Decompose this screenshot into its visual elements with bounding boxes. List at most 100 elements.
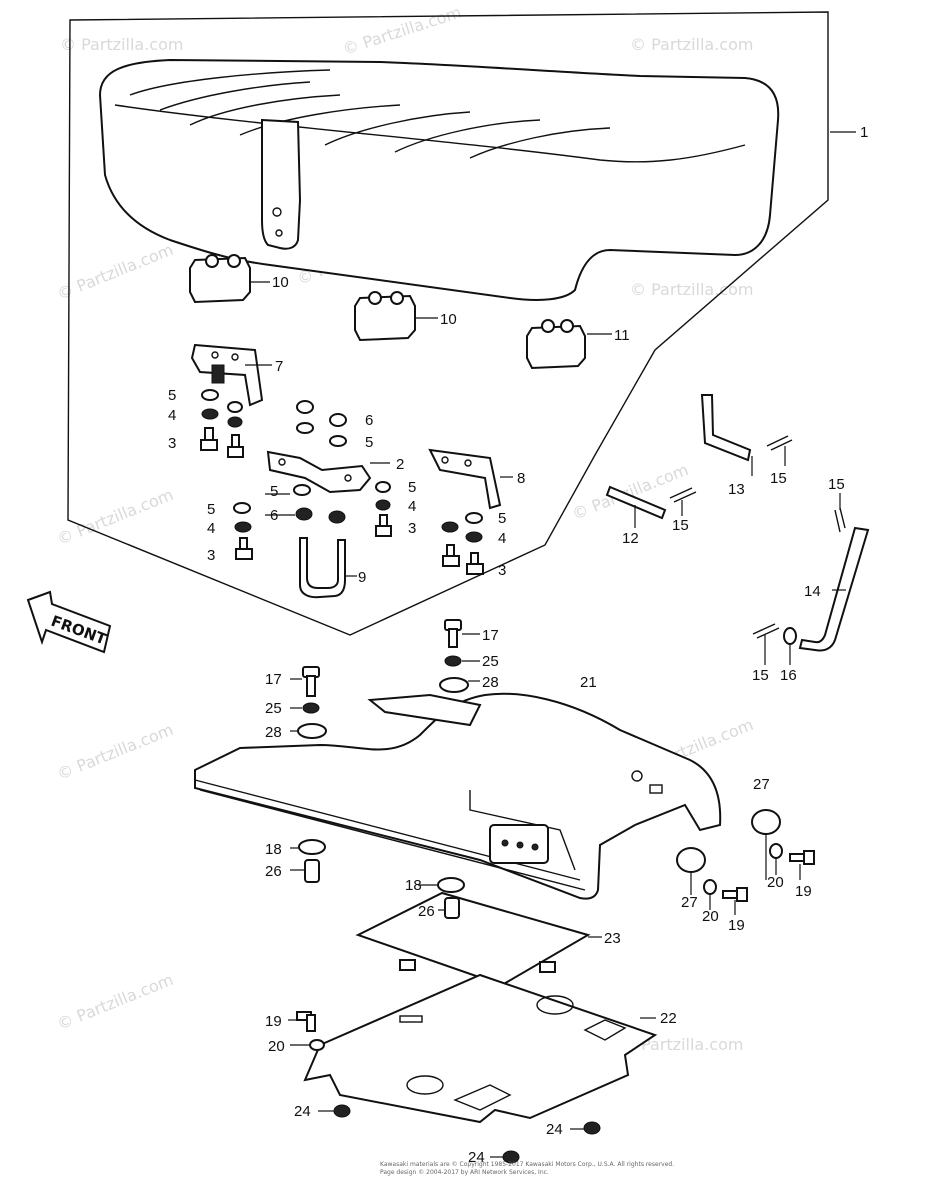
- callout-11: 11: [614, 327, 630, 344]
- watermark: © Partzilla.com: [54, 720, 176, 784]
- washer-5[interactable]: [329, 435, 347, 447]
- seat-group-outline: [67, 11, 829, 636]
- bolt-19[interactable]: [296, 1011, 316, 1032]
- damper-10-right[interactable]: [354, 291, 416, 342]
- callout-3: 3: [408, 520, 416, 537]
- bolt-3[interactable]: [235, 537, 253, 560]
- callout-20: 20: [268, 1038, 285, 1055]
- grommet-28[interactable]: [439, 677, 469, 693]
- grommet-18[interactable]: [298, 839, 326, 855]
- washer-5[interactable]: [227, 401, 243, 413]
- damper-10-left[interactable]: [189, 254, 251, 304]
- bolt-3[interactable]: [375, 514, 392, 537]
- bolt-3[interactable]: [442, 544, 460, 567]
- callout-3: 3: [168, 435, 176, 452]
- callout-3: 3: [207, 547, 215, 564]
- callout-15: 15: [770, 470, 787, 487]
- callout-17: 17: [265, 671, 282, 688]
- bolt-17[interactable]: [302, 666, 320, 697]
- bracket-7[interactable]: [190, 343, 264, 407]
- nut-6[interactable]: [328, 510, 346, 524]
- washer-4[interactable]: [201, 408, 219, 420]
- bolt-19[interactable]: [722, 887, 748, 902]
- callouts: 1 10 10 11 7 5 4 3 6 5 2 8 5 6 5 4 3 5 4…: [168, 124, 868, 1166]
- bracket-2[interactable]: [266, 450, 372, 494]
- bracket-8[interactable]: [428, 448, 502, 510]
- washer-16[interactable]: [783, 627, 797, 645]
- nut-24[interactable]: [583, 1121, 601, 1135]
- pin-12[interactable]: [605, 485, 667, 520]
- bolt-3[interactable]: [466, 552, 484, 575]
- nut-6[interactable]: [329, 413, 347, 427]
- callout-24: 24: [468, 1149, 485, 1166]
- copyright-line: Kawasaki materials are © Copyright 1985-…: [380, 1161, 674, 1168]
- left-mount-stack: [297, 666, 327, 883]
- bolt-17[interactable]: [444, 619, 462, 648]
- washer-5[interactable]: [233, 502, 251, 514]
- grommet-18[interactable]: [437, 877, 465, 893]
- nut-24[interactable]: [333, 1104, 351, 1118]
- rod-14[interactable]: [798, 526, 870, 652]
- washer-20[interactable]: [769, 843, 783, 859]
- collar-26[interactable]: [444, 897, 460, 919]
- callout-25: 25: [482, 653, 499, 670]
- callout-4: 4: [498, 530, 506, 547]
- collar-26[interactable]: [304, 859, 320, 883]
- grommet-27[interactable]: [751, 809, 781, 835]
- washer-4[interactable]: [465, 531, 483, 543]
- bolt-19[interactable]: [789, 850, 815, 865]
- seat-base-21[interactable]: [194, 692, 722, 900]
- rod-13[interactable]: [700, 394, 752, 462]
- callout-6: 6: [365, 412, 373, 429]
- plate-23[interactable]: [355, 891, 591, 987]
- callout-4: 4: [408, 498, 416, 515]
- callout-10: 10: [440, 311, 457, 328]
- clip-15[interactable]: [766, 435, 793, 451]
- copyright-line: Page design © 2004-2017 by ARI Network S…: [380, 1169, 549, 1176]
- washer-5[interactable]: [201, 389, 219, 401]
- callout-28: 28: [265, 724, 282, 741]
- washer-5[interactable]: [293, 484, 311, 496]
- grommet-28[interactable]: [297, 723, 327, 739]
- callout-13: 13: [728, 481, 745, 498]
- watermark: © Partzilla.com: [340, 3, 463, 59]
- nut-6[interactable]: [296, 400, 314, 414]
- washer-25[interactable]: [444, 655, 462, 667]
- callout-5: 5: [498, 510, 506, 527]
- clip-15[interactable]: [752, 623, 780, 639]
- washer-25[interactable]: [302, 702, 320, 714]
- right-mounts: [296, 809, 815, 1051]
- bolt-3[interactable]: [200, 427, 218, 451]
- callout-26: 26: [418, 903, 435, 920]
- washer-4[interactable]: [234, 521, 252, 533]
- callout-1: 1: [860, 124, 868, 141]
- washer-4[interactable]: [375, 499, 391, 511]
- damper-11[interactable]: [526, 319, 586, 370]
- washer-5[interactable]: [375, 481, 391, 493]
- callout-9: 9: [358, 569, 366, 586]
- callout-17: 17: [482, 627, 499, 644]
- bolt-3[interactable]: [227, 434, 244, 458]
- callout-23: 23: [604, 930, 621, 947]
- callout-19: 19: [795, 883, 812, 900]
- washer-20[interactable]: [309, 1039, 325, 1051]
- callout-10: 10: [272, 274, 289, 291]
- washer-20[interactable]: [703, 879, 717, 895]
- fasteners-group: [200, 389, 484, 575]
- washer-4[interactable]: [227, 416, 243, 428]
- grommet-27[interactable]: [676, 847, 706, 873]
- washer-5[interactable]: [465, 512, 483, 524]
- callout-24: 24: [546, 1121, 563, 1138]
- seat[interactable]: [98, 58, 780, 301]
- washer-5[interactable]: [296, 422, 314, 434]
- callout-5: 5: [408, 479, 416, 496]
- washer-4[interactable]: [441, 521, 459, 533]
- u-bolt-9[interactable]: [299, 537, 346, 599]
- watermark: © Partzilla.com: [60, 35, 183, 54]
- nut-6[interactable]: [295, 507, 313, 521]
- tray-22[interactable]: [303, 973, 658, 1124]
- clip-15[interactable]: [834, 507, 846, 533]
- clip-15[interactable]: [669, 487, 697, 503]
